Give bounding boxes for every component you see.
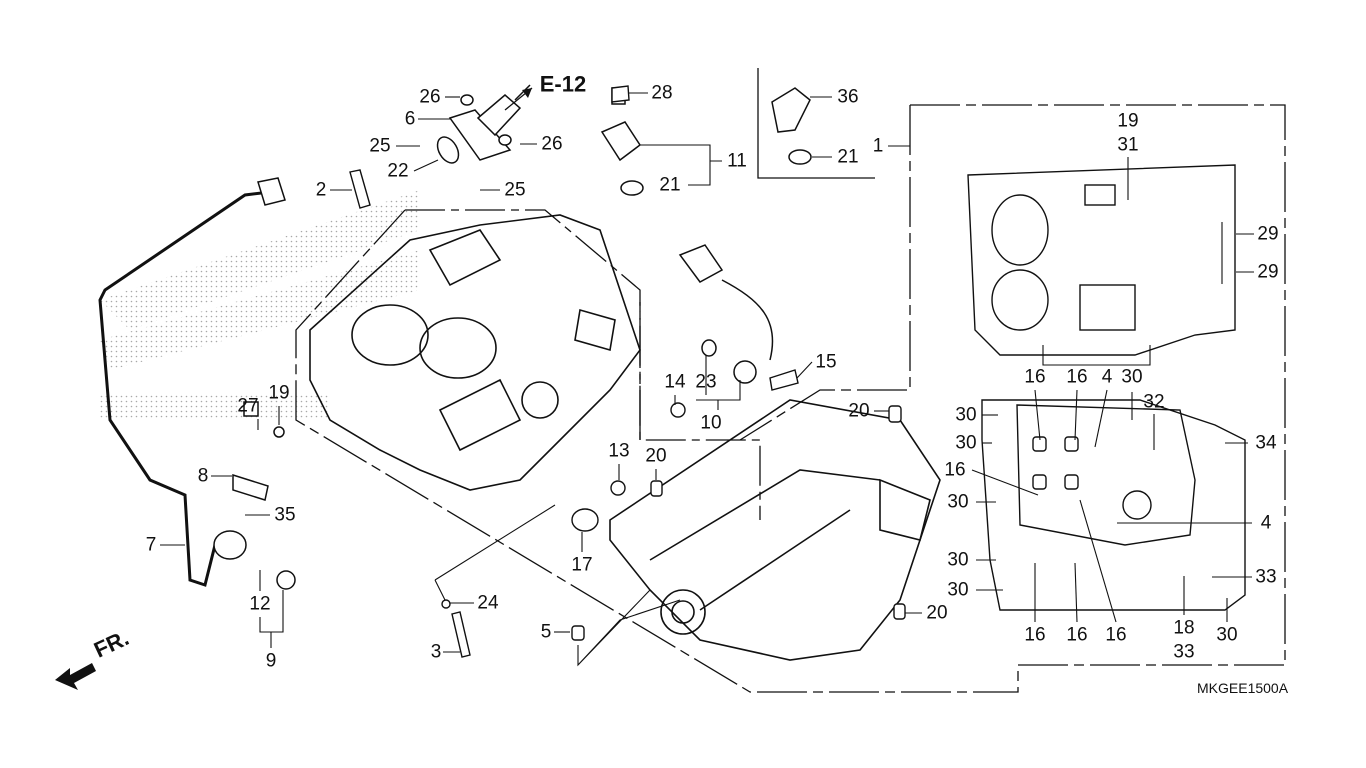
part-callout-12[interactable]: 12 xyxy=(249,593,271,615)
part-callout-4[interactable]: 4 xyxy=(1260,512,1272,534)
cam-sensor xyxy=(600,87,644,196)
part-callout-30[interactable]: 30 xyxy=(955,404,977,426)
part-callout-32[interactable]: 32 xyxy=(1143,391,1165,413)
reference-arrow-icon xyxy=(504,87,533,111)
pin-2 xyxy=(349,169,371,209)
washer-24 xyxy=(441,599,451,609)
part-callout-30[interactable]: 30 xyxy=(947,549,969,571)
part-callout-4[interactable]: 4 xyxy=(1101,366,1113,388)
part-callout-11[interactable]: 11 xyxy=(727,150,747,172)
watermark-logo xyxy=(100,190,420,420)
part-callout-16[interactable]: 16 xyxy=(1024,624,1046,646)
part-callout-2[interactable]: 2 xyxy=(315,179,327,201)
oil-jet-3 xyxy=(451,611,471,658)
part-callout-16[interactable]: 16 xyxy=(1066,366,1088,388)
part-callout-30[interactable]: 30 xyxy=(947,491,969,513)
upper-crankcase xyxy=(309,214,641,491)
part-callout-29[interactable]: 29 xyxy=(1257,261,1279,283)
part-callout-7[interactable]: 7 xyxy=(145,534,157,556)
part-callout-30[interactable]: 30 xyxy=(947,579,969,601)
part-callout-17[interactable]: 17 xyxy=(571,554,593,576)
part-callout-20[interactable]: 20 xyxy=(926,602,948,624)
water-outlet-joint xyxy=(436,84,531,164)
connector-icon xyxy=(257,177,286,206)
part-callout-3[interactable]: 3 xyxy=(430,641,442,663)
part-callout-13[interactable]: 13 xyxy=(608,440,630,462)
part-callout-36[interactable]: 36 xyxy=(837,86,859,108)
part-callout-25[interactable]: 25 xyxy=(369,135,391,157)
part-callout-16[interactable]: 16 xyxy=(1105,624,1127,646)
part-callout-33[interactable]: 33 xyxy=(1255,566,1277,588)
oil-pressure-switch xyxy=(276,570,296,590)
part-callout-23[interactable]: 23 xyxy=(695,371,717,393)
dowel-pin xyxy=(888,405,902,423)
gasket-frame xyxy=(295,104,1286,693)
dowel-pin xyxy=(650,480,663,497)
front-arrow-icon xyxy=(55,663,96,690)
rubber-boot xyxy=(213,530,247,560)
lower-crankcase xyxy=(609,399,941,661)
part-callout-28[interactable]: 28 xyxy=(651,82,673,104)
part-callout-31[interactable]: 31 xyxy=(1117,134,1139,156)
dowel-pin xyxy=(893,603,906,620)
part-callout-6[interactable]: 6 xyxy=(404,108,416,130)
bolt-15 xyxy=(769,369,799,391)
part-callout-8[interactable]: 8 xyxy=(197,465,209,487)
part-callout-33[interactable]: 33 xyxy=(1173,641,1195,663)
part-callout-20[interactable]: 20 xyxy=(848,400,870,422)
part-callout-26[interactable]: 26 xyxy=(541,133,563,155)
speed-sensor xyxy=(678,244,774,384)
part-callout-14[interactable]: 14 xyxy=(664,371,686,393)
part-callout-30[interactable]: 30 xyxy=(1216,624,1238,646)
inset-box xyxy=(757,68,875,179)
part-callout-35[interactable]: 35 xyxy=(274,504,296,526)
part-callout-1[interactable]: 1 xyxy=(872,135,884,157)
part-callout-16[interactable]: 16 xyxy=(1066,624,1088,646)
plug-17 xyxy=(571,508,599,532)
part-callout-27[interactable]: 27 xyxy=(237,395,259,417)
part-callout-20[interactable]: 20 xyxy=(645,445,667,467)
part-callout-21[interactable]: 21 xyxy=(837,146,859,168)
wire-harness xyxy=(98,190,271,587)
part-callout-34[interactable]: 34 xyxy=(1255,432,1277,454)
plug-14 xyxy=(670,402,686,418)
part-callout-5[interactable]: 5 xyxy=(540,621,552,643)
part-callout-22[interactable]: 22 xyxy=(387,160,409,182)
washer-19 xyxy=(273,426,285,438)
part-callout-10[interactable]: 10 xyxy=(700,412,722,434)
part-callout-16[interactable]: 16 xyxy=(944,459,966,481)
part-callout-19[interactable]: 19 xyxy=(268,382,290,404)
part-callout-21[interactable]: 21 xyxy=(659,174,681,196)
part-callout-30[interactable]: 30 xyxy=(955,432,977,454)
upper-gasket xyxy=(967,164,1236,356)
part-callout-24[interactable]: 24 xyxy=(477,592,499,614)
figure-code: MKGEE1500A xyxy=(1197,680,1289,696)
sensor-frame xyxy=(639,105,911,441)
part-callout-18[interactable]: 18 xyxy=(1173,617,1195,639)
inset-sensor xyxy=(771,87,812,165)
part-callout-30[interactable]: 30 xyxy=(1121,366,1143,388)
part-callout-15[interactable]: 15 xyxy=(815,351,837,373)
lower-gasket xyxy=(981,399,1246,611)
part-callout-16[interactable]: 16 xyxy=(1024,366,1046,388)
part-callout-9[interactable]: 9 xyxy=(265,650,277,672)
dowel-pin xyxy=(571,625,585,641)
part-callout-19[interactable]: 19 xyxy=(1117,110,1139,132)
part-callout-26[interactable]: 26 xyxy=(419,86,441,108)
stay-bracket xyxy=(232,473,269,501)
part-callout-29[interactable]: 29 xyxy=(1257,223,1279,245)
bolt-27 xyxy=(243,401,259,417)
bolt-28 xyxy=(611,85,630,103)
part-callout-25[interactable]: 25 xyxy=(504,179,526,201)
plug-13 xyxy=(610,480,626,496)
reference-link-e12[interactable]: E-12 xyxy=(539,71,587,97)
